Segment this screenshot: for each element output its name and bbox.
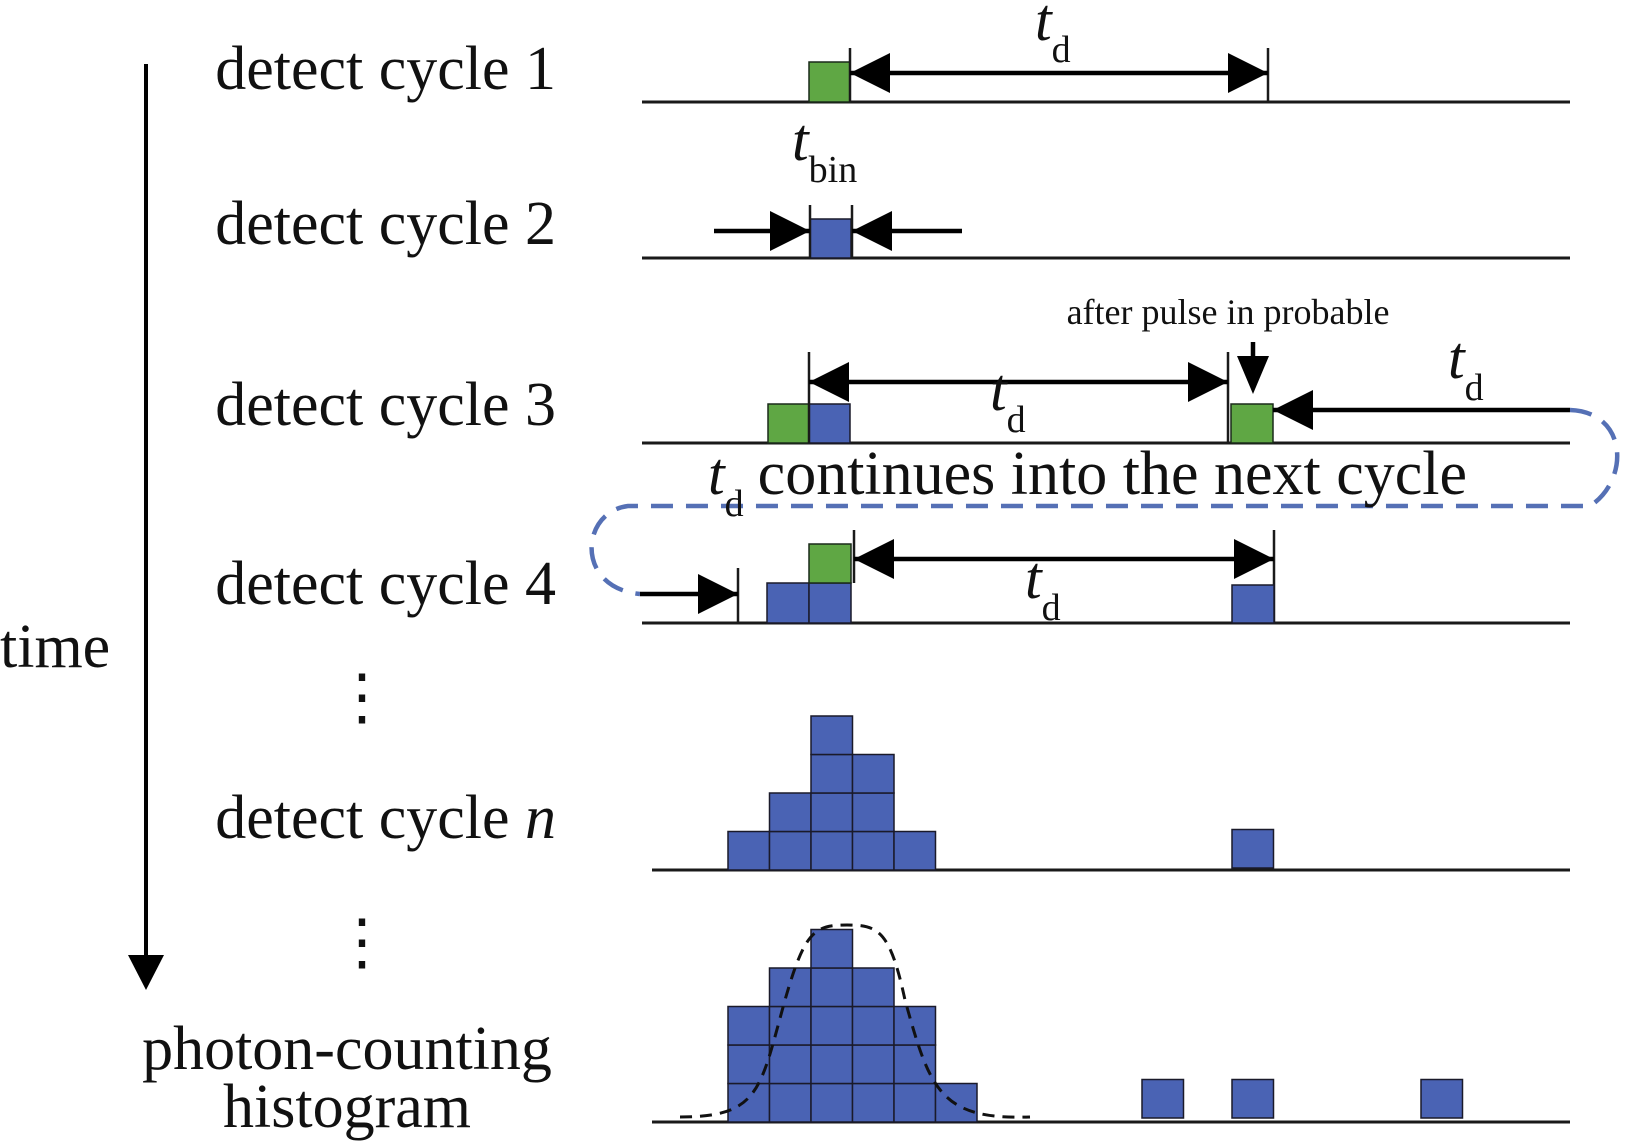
- continuation-td-t: t: [708, 441, 726, 507]
- cycle-n-bin-col5-cell1: [893, 830, 937, 871]
- cycle-4-td-t: t: [1025, 545, 1043, 611]
- gaussian-fit-curve: [679, 923, 1031, 1119]
- histogram-bin-col3-cell5: [810, 928, 854, 969]
- cycle-3-afterpulse-pulse: [1230, 403, 1274, 444]
- cycle-3-carryover-td-sub: d: [1465, 367, 1484, 409]
- cycle-n-bin-col4-cell2: [851, 792, 895, 833]
- histogram-bin-col1-cell3: [727, 1005, 771, 1046]
- cycle-3-td-t: t: [990, 357, 1008, 423]
- histogram-bin-col5-cell2: [893, 1044, 937, 1085]
- cycle-4-signal-pulse: [808, 543, 852, 584]
- cycle-n-bin-col2-cell1: [768, 830, 812, 871]
- cycle-4-td-label: td: [1025, 545, 1061, 629]
- cycle-2-photon-bin: [809, 218, 852, 259]
- time-axis-label: time: [0, 613, 110, 681]
- histogram-bin-col4-cell2: [851, 1044, 895, 1085]
- histogram-bin-col2-cell1: [768, 1082, 812, 1123]
- histogram-bin-col2-cell3: [768, 1005, 812, 1046]
- histogram-bin-col4-cell4: [851, 967, 895, 1008]
- histogram-bin-col1-cell2: [727, 1044, 771, 1085]
- cycle-n-histogram: [727, 715, 1275, 871]
- cycle-4-afterpulse-bin: [1231, 584, 1275, 624]
- arrow-down-icon: [128, 955, 164, 990]
- time-axis: time: [0, 64, 164, 990]
- cycle-n-bin-col3-cell3: [810, 753, 854, 794]
- cycle-4-track: td: [640, 530, 1570, 629]
- row-label-histogram-line1: photon-counting: [142, 1015, 552, 1083]
- histogram-noise-bin-2-cell1: [1231, 1078, 1275, 1119]
- cycle-3-td-label: td: [990, 357, 1026, 441]
- cycle-2-tbin-sub: bin: [809, 149, 858, 191]
- histogram-bin-col3-cell4: [810, 967, 854, 1008]
- cycle-2-track: tbin: [642, 107, 1570, 260]
- cycle-1-td-sub: d: [1052, 29, 1071, 71]
- cycle-2-tbin-t: t: [792, 107, 810, 173]
- row-label-cycle-3: detect cycle 3: [215, 371, 556, 439]
- histogram-bin-col5-cell1: [893, 1082, 937, 1123]
- histogram-bin-col3-cell2: [810, 1044, 854, 1085]
- histogram-bin-col2-cell4: [768, 967, 812, 1008]
- histogram-bin-col4-cell1: [851, 1082, 895, 1123]
- cycle-4-photon-bin-a: [766, 582, 810, 624]
- row-label-cycle-n-var: n: [525, 784, 556, 852]
- cycle-3-photon-bin: [808, 403, 851, 444]
- cycle-3-carryover-td-t: t: [1448, 325, 1466, 391]
- cycle-1-td-label: td: [1035, 0, 1071, 71]
- ellipsis-after-cycle-4: ⋮: [331, 664, 393, 732]
- cycle-n-bin-col2-cell2: [768, 792, 812, 833]
- row-label-cycle-2: detect cycle 2: [215, 190, 556, 258]
- ellipsis-after-cycle-n: ⋮: [331, 909, 393, 977]
- cycle-3-track: td after pulse in probable td: [642, 292, 1570, 445]
- cycle-n-bin-col4-cell1: [851, 830, 895, 871]
- continuation-banner: td continues into the next cycle: [708, 440, 1467, 525]
- cycle-4-photon-bin-b: [808, 582, 852, 624]
- photon-counting-histogram: [727, 928, 1464, 1123]
- histogram-track: [652, 923, 1570, 1124]
- row-label-histogram-line2: histogram: [223, 1073, 471, 1141]
- cycle-4-td-sub: d: [1042, 587, 1061, 629]
- cycle-n-afterpulse-bin-1-cell1: [1231, 828, 1275, 869]
- afterpulse-annotation: after pulse in probable: [1067, 292, 1390, 332]
- row-label-cycle-n-text: detect cycle: [215, 784, 525, 852]
- cycle-1-track: td: [642, 0, 1570, 104]
- row-label-cycle-1: detect cycle 1: [215, 35, 556, 103]
- histogram-noise-bin-3-cell1: [1420, 1078, 1464, 1119]
- continuation-text: continues into the next cycle: [758, 440, 1467, 508]
- cycle-3-carryover-td-label: td: [1448, 325, 1484, 409]
- cycle-1-signal-pulse: [808, 61, 851, 103]
- cycle-n-bin-col3-cell2: [810, 792, 854, 833]
- cycle-3-signal-pulse: [767, 403, 810, 444]
- arrow-down-icon: [1237, 356, 1269, 394]
- cycle-1-td-t: t: [1035, 0, 1053, 53]
- histogram-bin-col4-cell3: [851, 1005, 895, 1046]
- continuation-loop: td continues into the next cycle: [589, 407, 1620, 597]
- histogram-bin-col5-cell3: [893, 1005, 937, 1046]
- histogram-bin-col3-cell1: [810, 1082, 854, 1123]
- cycle-2-tbin-label: tbin: [792, 107, 857, 191]
- cycle-n-bin-col4-cell3: [851, 753, 895, 794]
- cycle-n-bin-col1-cell1: [727, 830, 771, 871]
- histogram-bin-col2-cell2: [768, 1044, 812, 1085]
- row-labels: detect cycle 1 detect cycle 2 detect cyc…: [142, 35, 556, 1141]
- cycle-n-bin-col3-cell4: [810, 715, 854, 756]
- continuation-td-sub: d: [725, 483, 744, 525]
- histogram-bin-col1-cell1: [727, 1082, 771, 1123]
- row-label-cycle-n: detect cycle n: [215, 784, 556, 852]
- row-label-cycle-4: detect cycle 4: [215, 550, 556, 618]
- cycle-n-bin-col3-cell1: [810, 830, 854, 871]
- histogram-noise-bin-1-cell1: [1141, 1078, 1185, 1119]
- cycle-3-td-sub: d: [1007, 399, 1026, 441]
- cycle-n-track: [652, 715, 1570, 872]
- histogram-bin-col3-cell3: [810, 1005, 854, 1046]
- continuation-dashed-line: [589, 407, 1620, 597]
